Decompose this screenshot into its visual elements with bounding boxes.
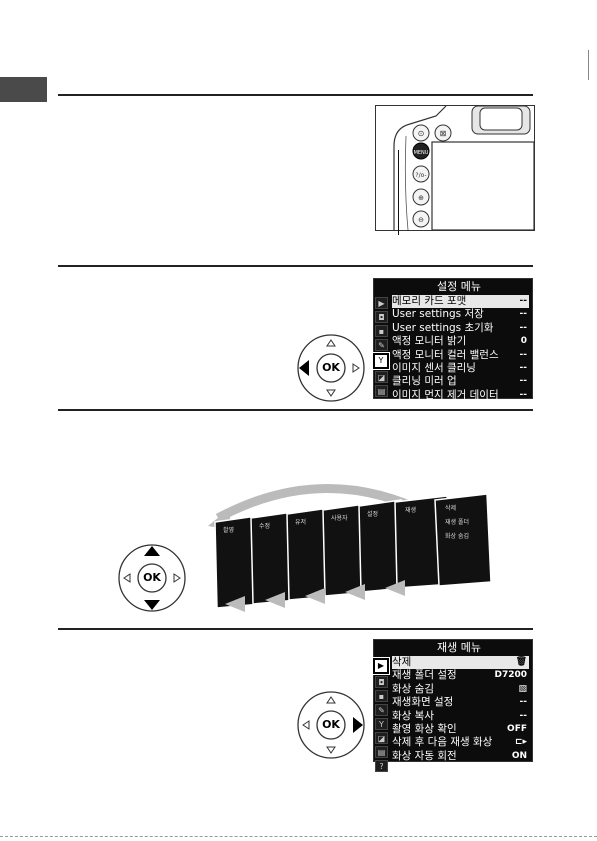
camera-icon[interactable]: ◘ <box>375 311 388 323</box>
playback-menu-item[interactable]: 삭제 🗑 <box>392 656 529 670</box>
item-value: -- <box>519 349 527 360</box>
svg-text:화상 숨김: 화상 숨김 <box>445 532 469 540</box>
camera-icon[interactable]: ◘ <box>375 676 388 688</box>
setup-menu-item[interactable]: 액정 모니터 컬러 밸런스 -- <box>392 349 529 362</box>
setup-menu-item[interactable]: 이미지 센서 클리닝 -- <box>392 362 529 375</box>
ok-label: OK <box>143 571 161 584</box>
item-label: 삭제 <box>392 656 412 668</box>
help-icon[interactable]: ? <box>375 760 388 772</box>
setup-menu-item[interactable]: 메모리 카드 포맷 -- <box>392 295 529 309</box>
item-label: 화상 자동 회전 <box>392 749 457 762</box>
retouch-icon[interactable]: ◪ <box>375 732 388 744</box>
item-value: -- <box>519 710 527 721</box>
item-value: 🗑 <box>515 657 527 667</box>
step-divider-1 <box>58 94 533 96</box>
callout-line <box>398 150 399 235</box>
playback-menu-item[interactable]: 화상 숨김 ▧ <box>392 683 529 696</box>
playback-icon[interactable]: ▶ <box>375 297 388 309</box>
playback-menu-item[interactable]: 촬영 화상 확인 OFF <box>392 723 529 736</box>
setup-menu-item[interactable]: 액정 모니터 밝기 0 <box>392 335 529 348</box>
item-value: D7200 <box>494 670 527 681</box>
svg-text:유저: 유저 <box>295 518 306 526</box>
wrench-icon[interactable]: Y <box>372 352 390 370</box>
svg-text:?/o-: ?/o- <box>415 172 426 179</box>
item-value: ▧ <box>518 683 527 694</box>
item-value: ON <box>511 750 527 761</box>
playback-menu-item[interactable]: 삭제 후 다음 재생 화상 ⊏▸ <box>392 736 529 749</box>
item-value: -- <box>519 296 527 306</box>
svg-text:삭제: 삭제 <box>445 504 456 512</box>
mymenu-icon[interactable]: ▤ <box>375 385 388 397</box>
setup-menu-item[interactable]: User settings 저장 -- <box>392 308 529 321</box>
page-footer-dashes <box>0 836 597 837</box>
svg-text:⊖: ⊖ <box>418 216 424 224</box>
retouch-icon[interactable]: ◪ <box>375 371 388 383</box>
multi-selector-right: OK <box>296 690 366 760</box>
svg-text:설정: 설정 <box>367 510 378 518</box>
playback-icon[interactable]: ▶ <box>372 657 390 675</box>
item-value: -- <box>519 389 527 400</box>
svg-text:⊙: ⊙ <box>418 129 425 138</box>
svg-text:사용자: 사용자 <box>331 514 348 522</box>
item-label: 메모리 카드 포맷 <box>392 295 467 307</box>
item-value: -- <box>519 362 527 373</box>
setup-menu-title: 설정 메뉴 <box>437 280 481 293</box>
item-label: 액정 모니터 컬러 밸런스 <box>392 348 499 361</box>
movie-icon[interactable]: ▪ <box>375 690 388 702</box>
svg-text:촬영: 촬영 <box>223 526 234 534</box>
item-label: User settings 초기화 <box>392 321 494 334</box>
mymenu-icon[interactable]: ▤ <box>375 746 388 758</box>
item-label: 화상 복사 <box>392 709 434 722</box>
camera-back-illustration: ⊙ ⊠ MENU ?/o- ⊕ ⊖ <box>375 105 535 231</box>
item-value: ⊏▸ <box>514 737 527 748</box>
ok-label: OK <box>322 361 340 374</box>
movie-icon[interactable]: ▪ <box>375 325 388 337</box>
item-value: -- <box>519 322 527 333</box>
svg-text:재생: 재생 <box>405 506 416 514</box>
step-divider-4 <box>58 628 533 630</box>
crop-mark <box>588 50 589 80</box>
ok-label: OK <box>322 718 340 731</box>
item-label: 재생화면 설정 <box>392 696 454 709</box>
svg-text:수정: 수정 <box>259 523 270 530</box>
section-tab <box>0 77 47 102</box>
item-label: 액정 모니터 밝기 <box>392 335 467 348</box>
item-label: 이미지 먼지 제거 데이터 <box>392 388 499 401</box>
item-value: -- <box>519 309 527 320</box>
pencil-icon[interactable]: ✎ <box>375 704 388 716</box>
setup-menu-item[interactable]: 이미지 먼지 제거 데이터 -- <box>392 389 529 402</box>
item-label: 촬영 화상 확인 <box>392 722 457 735</box>
step-divider-3 <box>58 409 533 411</box>
item-label: User settings 저장 <box>392 308 484 321</box>
item-value: OFF <box>507 723 527 734</box>
setup-menu-item[interactable]: User settings 초기화 -- <box>392 322 529 335</box>
setup-menu-item[interactable]: 클리닝 미러 업 -- <box>392 375 529 388</box>
multi-selector-updown: OK <box>117 543 187 613</box>
item-label: 삭제 후 다음 재생 화상 <box>392 736 493 749</box>
svg-text:⊠: ⊠ <box>440 129 447 138</box>
svg-text:⊕: ⊕ <box>418 194 424 202</box>
wrench-icon[interactable]: Y <box>375 718 388 730</box>
item-value: 0 <box>520 336 527 347</box>
multi-selector-left: OK <box>296 333 366 403</box>
playback-menu-item[interactable]: 재생 폴더 설정 D7200 <box>392 669 529 682</box>
setup-menu-screen: 설정 메뉴 ▶ ◘ ▪ ✎ Y ◪ ▤ 메모리 카드 포맷 -- User set… <box>372 278 533 402</box>
svg-text:MENU: MENU <box>414 150 429 156</box>
item-label: 재생 폴더 설정 <box>392 669 457 682</box>
item-label: 클리닝 미러 업 <box>392 375 457 388</box>
item-value: -- <box>519 376 527 387</box>
playback-menu-item[interactable]: 재생화면 설정 -- <box>392 696 529 709</box>
playback-menu-title: 재생 메뉴 <box>437 641 481 654</box>
playback-menu-item[interactable]: 화상 복사 -- <box>392 710 529 723</box>
svg-text:재생 폴더: 재생 폴더 <box>445 518 469 526</box>
item-label: 이미지 센서 클리닝 <box>392 361 476 374</box>
step-divider-2 <box>58 265 533 267</box>
item-label: 화상 숨김 <box>392 682 434 695</box>
playback-menu-item[interactable]: 화상 자동 회전 ON <box>392 750 529 763</box>
pencil-icon[interactable]: ✎ <box>375 339 388 351</box>
item-value: -- <box>519 697 527 708</box>
